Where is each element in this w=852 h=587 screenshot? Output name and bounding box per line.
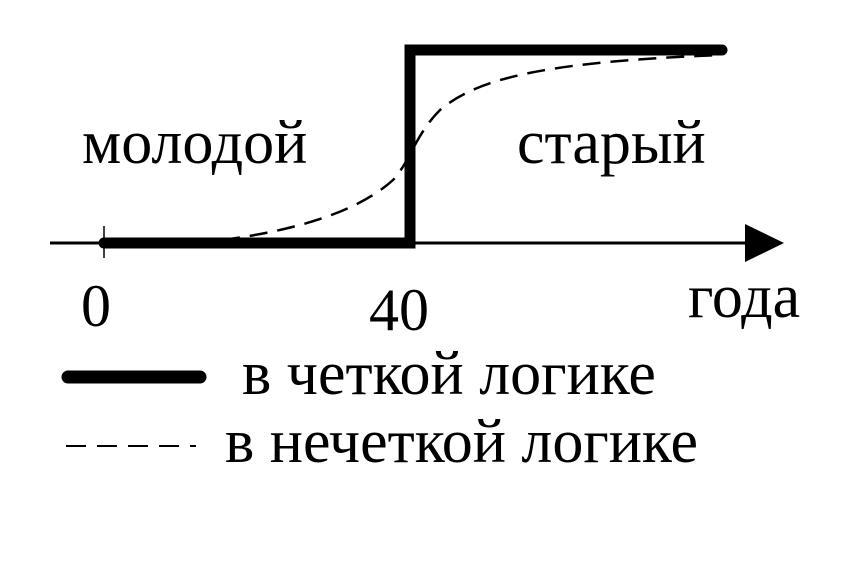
tick-label-zero: 0 (81, 273, 111, 339)
label-old: старый (517, 109, 706, 177)
label-young: молодой (82, 109, 308, 177)
legend-crisp-label: в четкой логике (242, 340, 656, 408)
x-axis-arrow (745, 224, 784, 262)
fuzzy-membership-curve (221, 53, 721, 242)
tick-label-forty: 40 (369, 277, 429, 343)
x-axis-unit-label: года (688, 263, 801, 331)
crisp-step-function (98, 44, 728, 249)
legend-fuzzy-label: в нечеткой логике (225, 408, 699, 476)
